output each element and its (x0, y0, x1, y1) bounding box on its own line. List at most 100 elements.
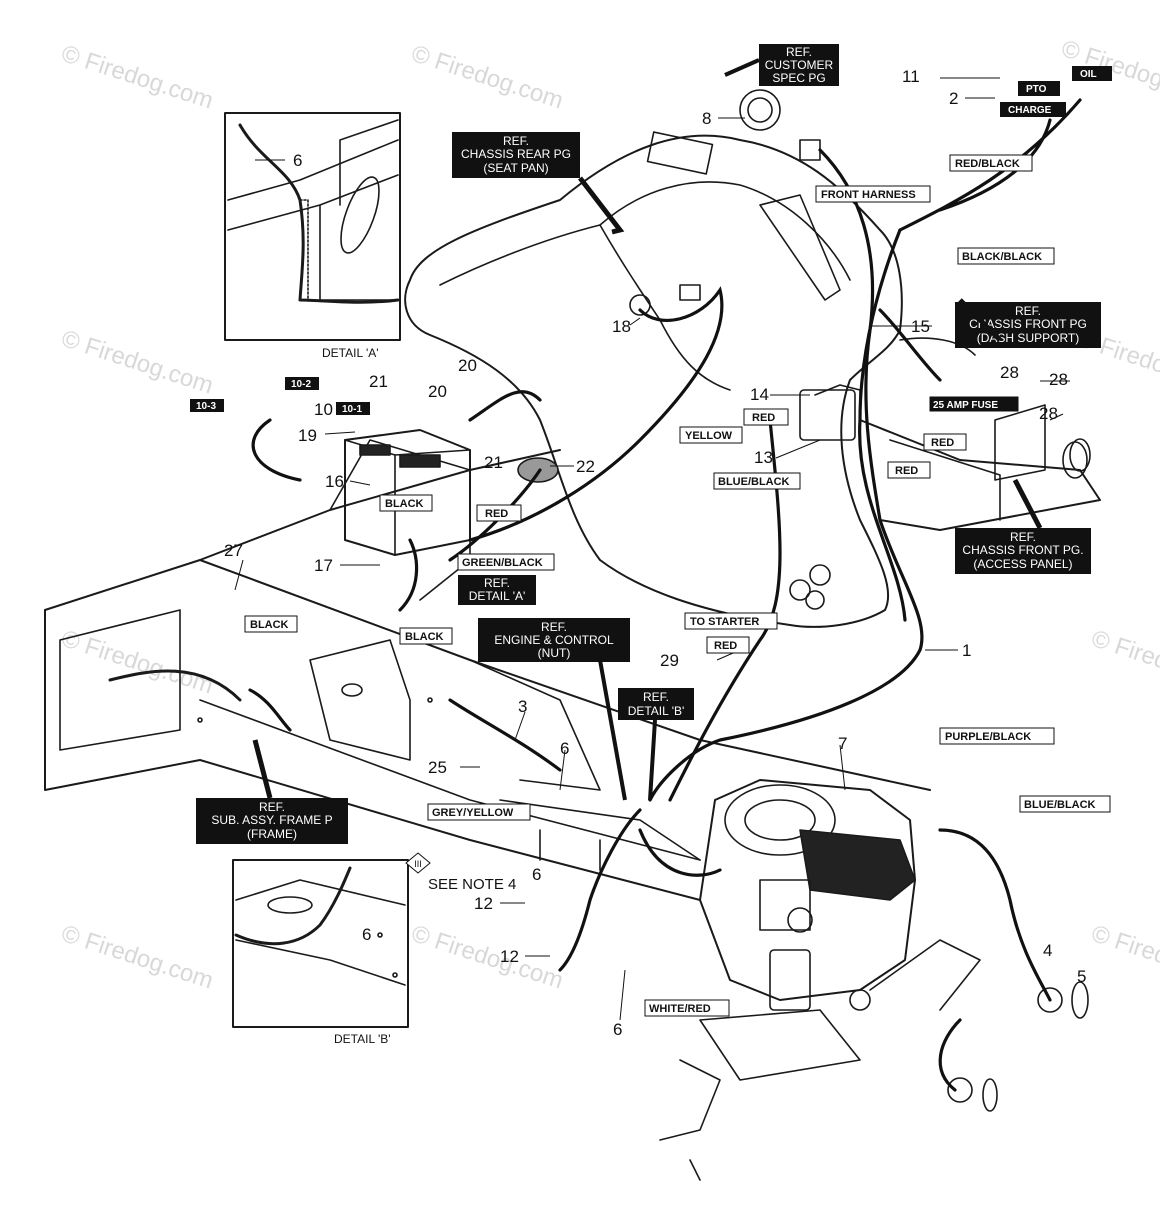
ref-chassis-front-access-line-3: (ACCESS PANEL) (973, 557, 1072, 571)
label-black: BLACK (385, 498, 424, 510)
watermarks: © Firedog.com © Firedog.com © Firedog.co… (58, 35, 1160, 994)
watermark: © Firedog.com (1088, 920, 1160, 994)
callout-3: 3 (518, 697, 527, 716)
label-red: RED (895, 465, 918, 477)
callout-11: 11 (902, 67, 920, 86)
tag-10-2: 10-2 (291, 379, 311, 390)
leader-lines (234, 77, 1070, 1021)
label-red: RED (485, 508, 508, 520)
callout-2: 2 (949, 89, 958, 108)
ref-customer-spec-line-3: SPEC PG (772, 71, 825, 85)
ref-frame-line-3: (FRAME) (247, 827, 297, 841)
callout-6: 6 (293, 151, 302, 170)
ref-chassis-front-dash-line-1: REF. (1015, 304, 1041, 318)
callout-4: 4 (1043, 941, 1052, 960)
label-red-black: RED/BLACK (955, 158, 1020, 170)
callout-13: 13 (754, 448, 773, 467)
callout-18: 18 (612, 317, 631, 336)
label-black-black: BLACK/BLACK (962, 251, 1042, 263)
watermark: © Firedog.com (58, 625, 216, 699)
callout-21: 21 (369, 372, 388, 391)
ref-frame-line-1: REF. (259, 800, 285, 814)
callout-27: 27 (224, 541, 243, 560)
callout-28: 28 (1000, 363, 1019, 382)
callout-17: 17 (314, 556, 333, 575)
ref-chassis-front-dash-line-2: CHASSIS FRONT PG (969, 317, 1087, 331)
callout-10: 10 (314, 400, 333, 419)
callout-19: 19 (298, 426, 317, 445)
watermark: © Firedog.com (1088, 625, 1160, 699)
ref-chassis-front-dash-line-3: (DASH SUPPORT) (977, 331, 1079, 345)
switch-tags: OIL PTO CHARGE 10-2 10-3 10-1 (190, 66, 1112, 415)
label-blue-black: BLUE/BLACK (718, 476, 790, 488)
label-blue-black: BLUE/BLACK (1024, 799, 1096, 811)
watermark: © Firedog.com (58, 325, 216, 399)
ref-boxes: REF. CUSTOMER SPEC PG REF. CHASSIS REAR … (196, 44, 1101, 844)
label-black: BLACK (405, 631, 444, 643)
ref-chassis-rear-line-2: CHASSIS REAR PG (461, 147, 571, 161)
label-25-amp-fuse: 25 AMP FUSE (933, 400, 998, 411)
detail-a-frame (224, 112, 401, 341)
ref-chassis-front-access-line-1: REF. (1010, 530, 1036, 544)
callout-15: 15 (911, 317, 930, 336)
callout-28: 28 (1039, 404, 1058, 423)
callout-1: 1 (962, 641, 971, 660)
callout-7: 7 (838, 734, 847, 753)
callout-25: 25 (428, 758, 447, 777)
callout-21: 21 (484, 453, 503, 472)
ref-chassis-rear-line-1: REF. (503, 134, 529, 148)
callout-22: 22 (576, 457, 595, 476)
ref-customer-spec-line-1: REF. (786, 45, 812, 59)
line-art (44, 89, 1101, 1181)
label-black: BLACK (250, 619, 289, 631)
callout-12: 12 (500, 947, 519, 966)
callout-6: 6 (532, 865, 541, 884)
ref-detail-b-line-1: REF. (643, 690, 669, 704)
detail-b-title: DETAIL 'B' (334, 1032, 391, 1046)
ref-engine-control-line-1: REF. (541, 620, 567, 634)
ref-detail-a-line-1: REF. (484, 576, 510, 590)
tag-10-1: 10-1 (342, 404, 362, 415)
callout-28: 28 (1049, 370, 1068, 389)
ref-chassis-front-access-line-2: CHASSIS FRONT PG. (962, 543, 1083, 557)
label-white-red: WHITE/RED (649, 1003, 711, 1015)
label-red: RED (931, 437, 954, 449)
note-text: SEE NOTE 4 (428, 876, 516, 893)
ref-engine-control-line-3: (NUT) (538, 646, 571, 660)
callout-16: 16 (325, 472, 344, 491)
ref-detail-a-line-2: DETAIL 'A' (469, 589, 526, 603)
detail-a-title: DETAIL 'A' (322, 346, 379, 360)
label-yellow: YELLOW (685, 430, 733, 442)
tag-charge: CHARGE (1008, 105, 1052, 116)
note-marker: III SEE NOTE 4 (405, 852, 516, 893)
ref-customer-spec-line-2: CUSTOMER (765, 58, 834, 72)
ref-engine-control-line-2: ENGINE & CONTROL (494, 633, 614, 647)
label-purple-black: PURPLE/BLACK (945, 731, 1031, 743)
callout-14: 14 (750, 385, 769, 404)
callout-5: 5 (1077, 967, 1086, 986)
tag-pto: PTO (1026, 84, 1047, 95)
callout-20: 20 (428, 382, 447, 401)
tag-oil: OIL (1080, 69, 1097, 80)
wire-labels: FRONT HARNESS RED/BLACK BLACK/BLACK 25 A… (244, 154, 1111, 1017)
tag-10-3: 10-3 (196, 401, 216, 412)
watermark: © Firedog.com (408, 40, 566, 114)
callouts: 28 6 11 2 8 18 15 14 13 28 28 20 20 21 1… (224, 67, 1086, 1039)
callout-6: 6 (560, 739, 569, 758)
watermark: © Firedog.com (58, 920, 216, 994)
label-front-harness: FRONT HARNESS (821, 189, 916, 201)
callout-6: 6 (362, 925, 371, 944)
callout-6: 6 (613, 1020, 622, 1039)
label-red: RED (752, 412, 775, 424)
callout-29: 29 (660, 651, 679, 670)
label-red: RED (714, 640, 737, 652)
detail-b-frame (232, 859, 409, 1028)
label-green-black: GREEN/BLACK (462, 557, 543, 569)
note-symbol: III (414, 859, 422, 869)
watermark: © Firedog.com (58, 40, 216, 114)
callout-20: 20 (458, 356, 477, 375)
ref-chassis-rear-line-3: (SEAT PAN) (483, 161, 548, 175)
callout-12: 12 (474, 894, 493, 913)
